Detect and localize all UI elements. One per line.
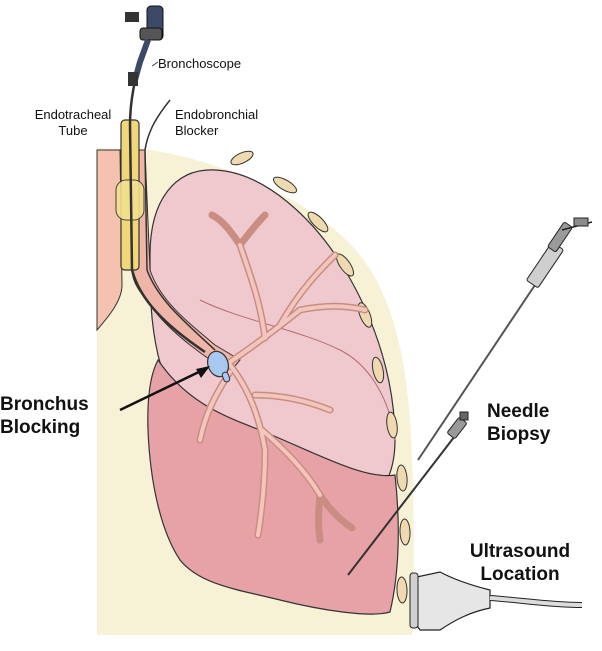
bronchoscope-leader [151,61,159,67]
endobronchial-line2: Blocker [175,123,219,138]
fissure [199,299,396,441]
rib [371,356,385,384]
biopsy-needle-icon [417,217,593,461]
endobronchial-blocker-label: Endobronchial Blocker [175,107,258,139]
rib [272,176,298,194]
bronchus-line1: Bronchus [0,394,89,415]
ribs [230,150,411,604]
blocker-tip [221,371,231,383]
bronchoscope-icon [125,5,164,86]
endotracheal-tube-label: Endotracheal Tube [28,107,118,139]
endobronchial-line1: Endobronchial [175,107,259,122]
endotracheal-line2: Tube [58,123,88,138]
rib [396,576,408,604]
ultrasound-line2: Location [480,564,560,585]
endobronchial-blocker-line [144,99,216,351]
ultrasound-location-label: Ultrasound Location [465,540,575,586]
lung-needle-icon [347,411,469,576]
needle-line1: Needle [487,401,550,422]
endotracheal-line1: Endotracheal [34,107,112,122]
rib [230,150,254,166]
bronchus-arrowhead [196,366,210,378]
rib [307,211,329,233]
needle-line2: Biopsy [487,424,551,445]
bronchoscope-label: Bronchoscope [158,56,242,71]
bronchus-blocking-label: Bronchus Blocking [0,393,89,439]
needle-biopsy-label: Needle Biopsy [487,400,550,446]
bronchus-arrow [119,368,204,412]
rib [386,411,398,439]
bronchus-line2: Blocking [0,417,81,438]
ultrasound-probe-icon [409,571,583,631]
rib [396,464,408,492]
rib [399,518,411,546]
ultrasound-line1: Ultrasound [469,541,571,562]
